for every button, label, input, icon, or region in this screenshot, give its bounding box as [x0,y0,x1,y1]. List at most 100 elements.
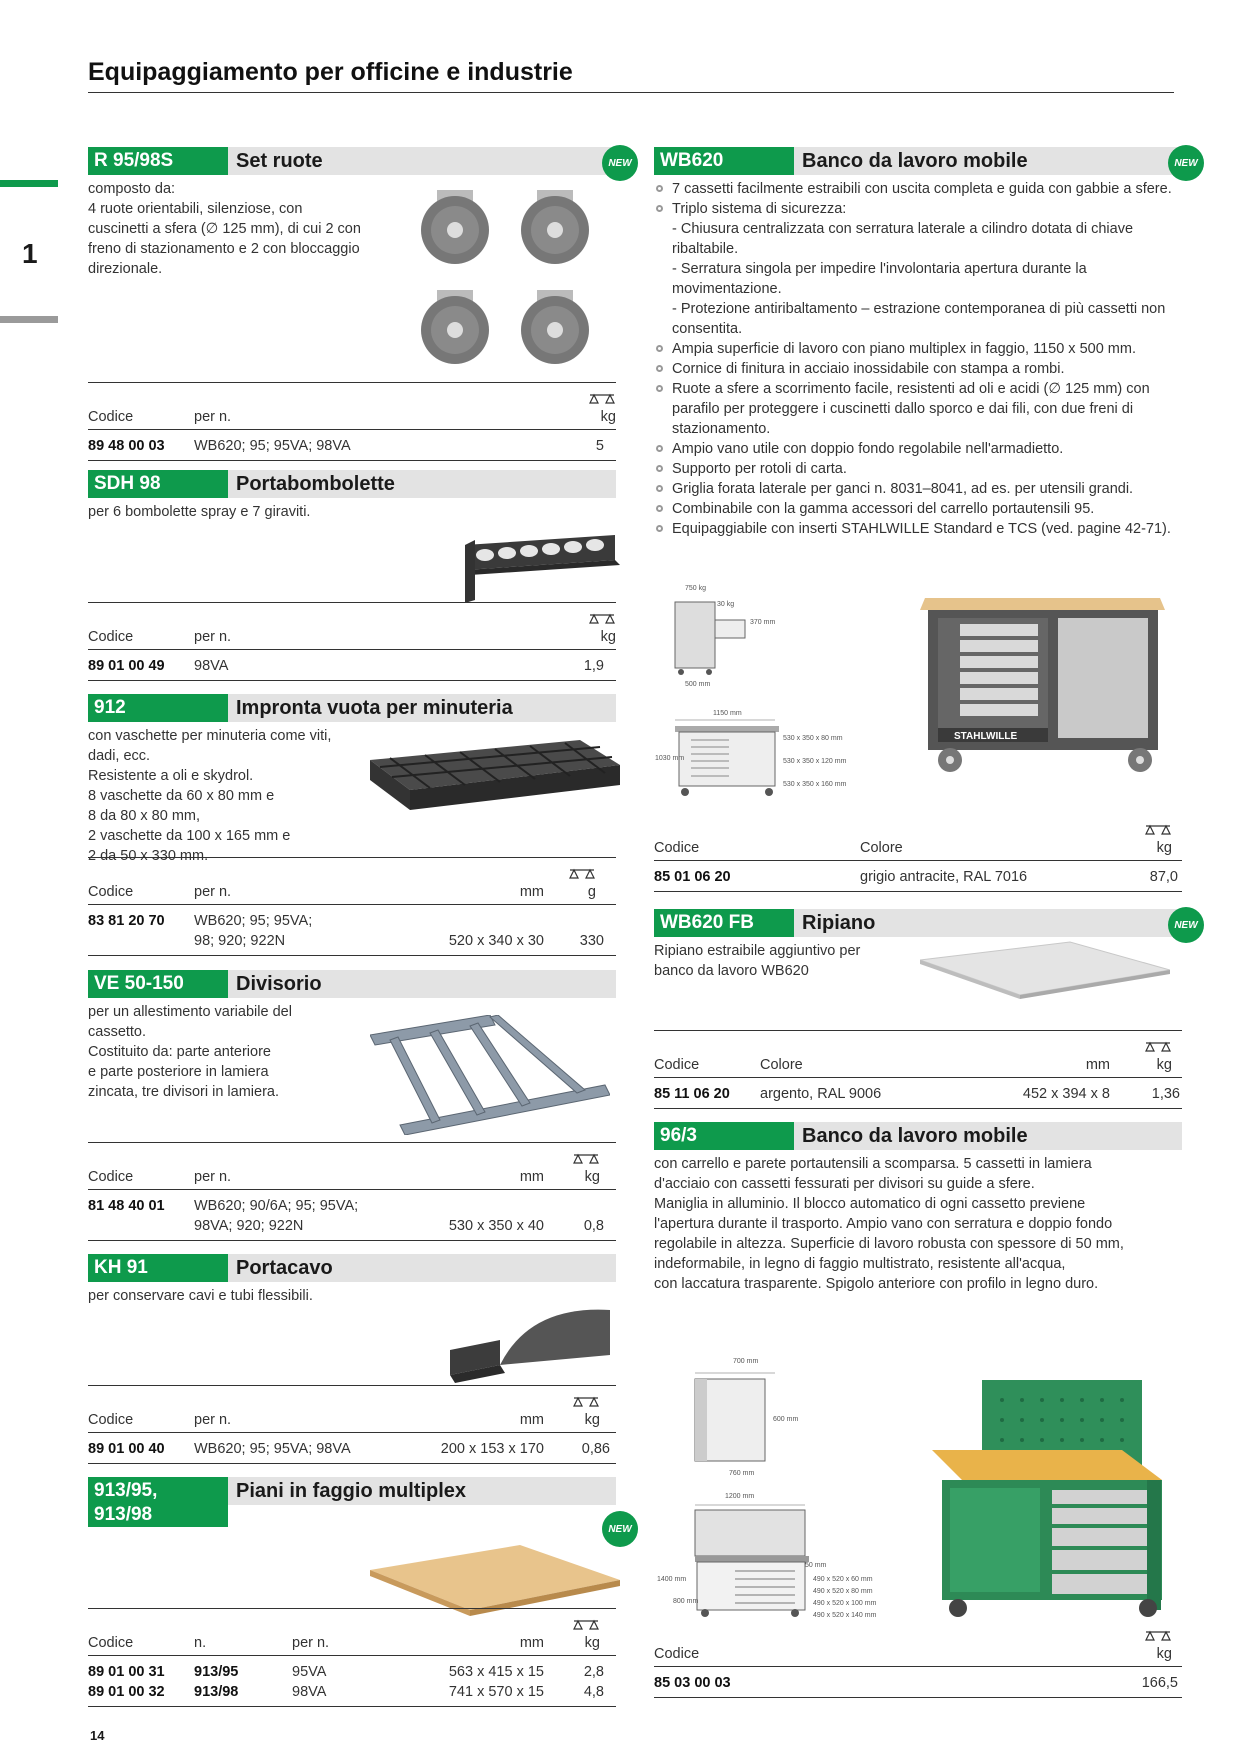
cell-kg: 4,8 [583,1684,604,1700]
cell-kg: 5 [595,438,604,454]
product-title: Portabombolette [228,470,616,498]
table-divisorio: Codice per n. mm kg 81 48 40 01 WB620; 9… [88,1142,616,1241]
table-wb620: Codice Colore kg 85 01 06 20 grigio antr… [654,814,1182,892]
col-mm: mm [519,1412,544,1428]
cell-codice: 85 11 06 20 [654,1086,730,1102]
cell-kg: 87,0 [1149,869,1178,885]
casters-image [421,190,589,364]
dim-1030: 1030 mm [655,755,684,762]
feature-sub-item: - Protezione antiribaltamento – estrazio… [672,301,1166,337]
section-header: R 95/98S Set ruote [88,147,616,175]
dim-1150: 1150 mm [713,710,742,717]
table-set-ruote: Codice per n. kg 89 48 00 03 WB620; 95; … [88,382,616,461]
new-badge: NEW [1168,907,1204,943]
cell-codice: 89 01 00 32 [88,1684,165,1700]
feature-item: Equipaggiabile con inserti STAHLWILLE St… [654,519,1182,539]
product-description: per un allestimento variabile del casset… [88,1004,292,1100]
cell-kg: 166,5 [1141,1675,1178,1691]
table-row: 89 48 00 03 WB620; 95; 95VA; 98VA 5 [88,430,616,461]
col-colore: Colore [760,1057,803,1073]
col-kg: kg [584,1412,600,1428]
cell-kg: 2,8 [583,1664,604,1680]
spray-holder-image [465,535,620,603]
cell-mm: 520 x 340 x 30 [448,933,544,949]
table-row: 85 03 00 03 166,5 [654,1667,1182,1698]
product-code: R 95/98S [88,147,228,175]
chapter-marker-grey [0,316,58,323]
col-mm: mm [1085,1057,1110,1073]
table-row: 85 01 06 20 grigio antracite, RAL 7016 8… [654,861,1182,892]
cell-n: 913/98 [194,1684,239,1700]
weight-icon [1145,1041,1171,1052]
feature-item: Ampia superficie di lavoro con piano mul… [654,339,1182,359]
section-963: 96/3 Banco da lavoro mobile con carrello… [654,1122,1182,1294]
col-mm: mm [519,1635,544,1651]
product-title: Set ruote [228,147,616,175]
new-badge: NEW [602,145,638,181]
cell-mm: 530 x 350 x 40 [448,1218,544,1234]
cell-kg: 0,86 [581,1441,610,1457]
product-title: Banco da lavoro mobile [794,1122,1182,1150]
cell-codice: 89 01 00 40 [88,1441,165,1457]
dim-1200: 1200 mm [725,1493,754,1500]
cell-codice: 85 01 06 20 [654,869,731,885]
dim-drawer-1: 490 x 520 x 60 mm [813,1576,873,1583]
col-kg: kg [1156,1646,1172,1662]
col-kg: kg [584,1635,600,1651]
dim-drawer-3: 530 x 350 x 160 mm [783,781,847,788]
dim-700: 700 mm [733,1358,758,1365]
weight-icon [573,1619,599,1630]
feature-item: Cornice di finitura in acciaio inossidab… [654,359,1182,379]
cell-kg: 1,9 [583,658,604,674]
weight-icon [1145,824,1171,835]
cell-colore: argento, RAL 9006 [760,1086,882,1102]
weight-icon [573,1396,599,1407]
product-title: Portacavo [228,1254,616,1282]
col-codice: Codice [654,840,700,856]
beech-top-image [370,1545,620,1616]
table-ripiano: Codice Colore mm kg 85 11 06 20 argento,… [654,1030,1182,1109]
cell-per: WB620; 95; 95VA; 98VA [194,1441,351,1457]
weight-icon [589,613,615,624]
section-impronta: 912 Impronta vuota per minuteria con vas… [88,694,616,866]
table-portacavo: Codice per n. mm kg 89 01 00 40 WB620; 9… [88,1385,616,1464]
col-codice: Codice [88,629,134,645]
product-code: KH 91 [88,1254,228,1282]
product-code: WB620 [654,147,794,175]
cell-mm: 200 x 153 x 170 [440,1441,544,1457]
cell-mm: 741 x 570 x 15 [448,1684,544,1700]
title-divider [88,92,1174,93]
feature-sub-item: - Chiusura centralizzata con serratura l… [672,221,1134,257]
cell-codice: 89 48 00 03 [88,438,165,454]
cell-codice: 89 01 00 31 [88,1664,165,1680]
table-row: 89 01 00 40 WB620; 95; 95VA; 98VA 200 x … [88,1433,616,1464]
section-set-ruote: R 95/98S Set ruote composto da: 4 ruote … [88,147,616,279]
col-kg: kg [1156,840,1172,856]
col-codice: Codice [88,1169,134,1185]
cable-holder-image [450,1309,610,1383]
col-mm: mm [519,1169,544,1185]
section-portabombolette: SDH 98 Portabombolette per 6 bombolette … [88,470,616,522]
col-colore: Colore [860,840,903,856]
wb620-photo: STAHLWILLE [920,598,1165,772]
product-title: Ripiano [794,909,1182,937]
product-title: Piani in faggio multiplex [228,1477,616,1527]
table-piani-faggio: Codice n. per n. mm kg 89 01 00 31 913/9… [88,1608,616,1707]
feature-item: 7 cassetti facilmente estraibili con usc… [654,179,1182,199]
feature-item: Ampio vano utile con doppio fondo regola… [654,439,1182,459]
col-per: per n. [194,629,232,645]
page-title: Equipaggiamento per officine e industrie [88,58,573,86]
wb620-dimension-diagram: 750 kg 30 kg 370 mm 500 mm 1150 mm 1030 … [655,585,847,796]
feature-item: Triplo sistema di sicurezza: [654,199,1182,219]
cell-n: 913/95 [194,1664,239,1680]
cell-per: 95VA [292,1664,327,1680]
product-code: SDH 98 [88,470,228,498]
feature-item: Griglia forata laterale per ganci n. 803… [654,479,1182,499]
feature-item: Combinabile con la gamma accessori del c… [654,499,1182,519]
dim-drawer-3: 490 x 520 x 100 mm [813,1600,877,1607]
cell-codice: 89 01 00 49 [88,658,165,674]
cell-g: 330 [579,933,604,949]
new-badge: NEW [1168,145,1204,181]
weight-icon [1145,1630,1171,1641]
weight-icon [569,868,595,879]
